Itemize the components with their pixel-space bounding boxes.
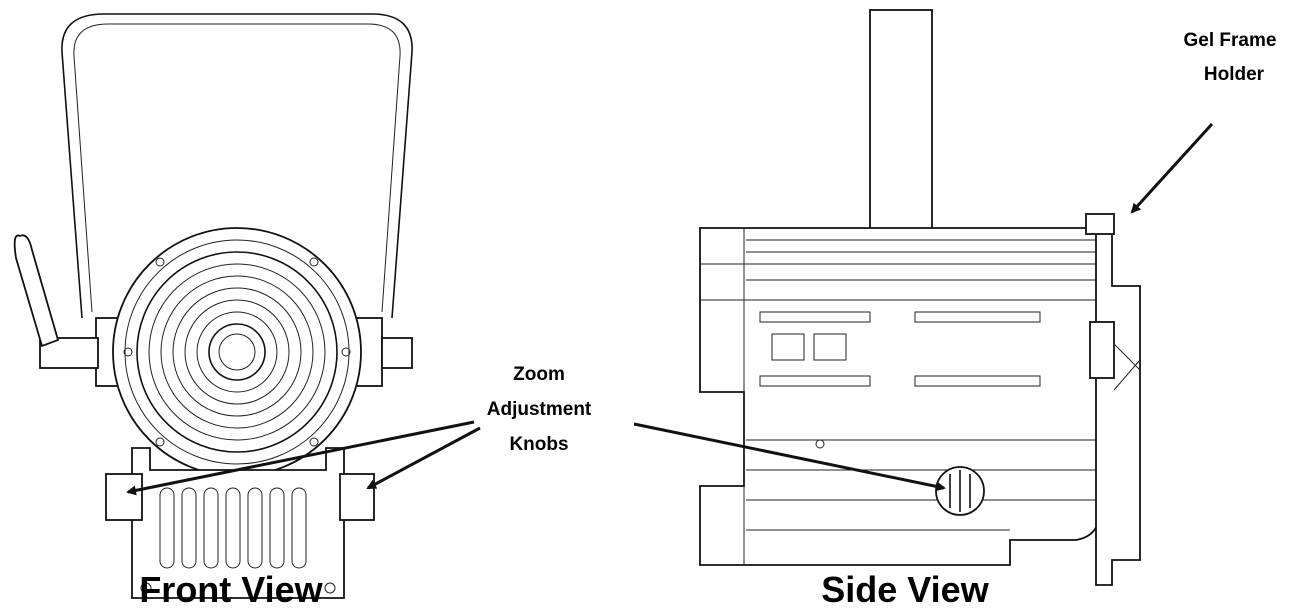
gel-frame-callout-arrow (1130, 122, 1214, 214)
zoom-arrow-front-right (366, 426, 481, 490)
front-view-drawing (13, 13, 413, 599)
gel-frame-label-line2: Holder (1204, 64, 1265, 85)
gel-frame-label-line1: Gel Frame (1184, 30, 1277, 51)
side-view-caption: Side View (821, 569, 989, 609)
front-view-caption: Front View (139, 569, 323, 609)
zoom-arrow-side (633, 422, 946, 492)
zoom-label-line1: Zoom (513, 364, 565, 385)
zoom-label-line2: Adjustment (487, 399, 592, 420)
zoom-arrow-front-left (126, 420, 475, 496)
gel-frame-arrow (1130, 122, 1214, 214)
side-view-drawing (699, 9, 1141, 586)
zoom-label-line3: Knobs (509, 434, 568, 455)
zoom-callout-arrows (126, 420, 946, 496)
